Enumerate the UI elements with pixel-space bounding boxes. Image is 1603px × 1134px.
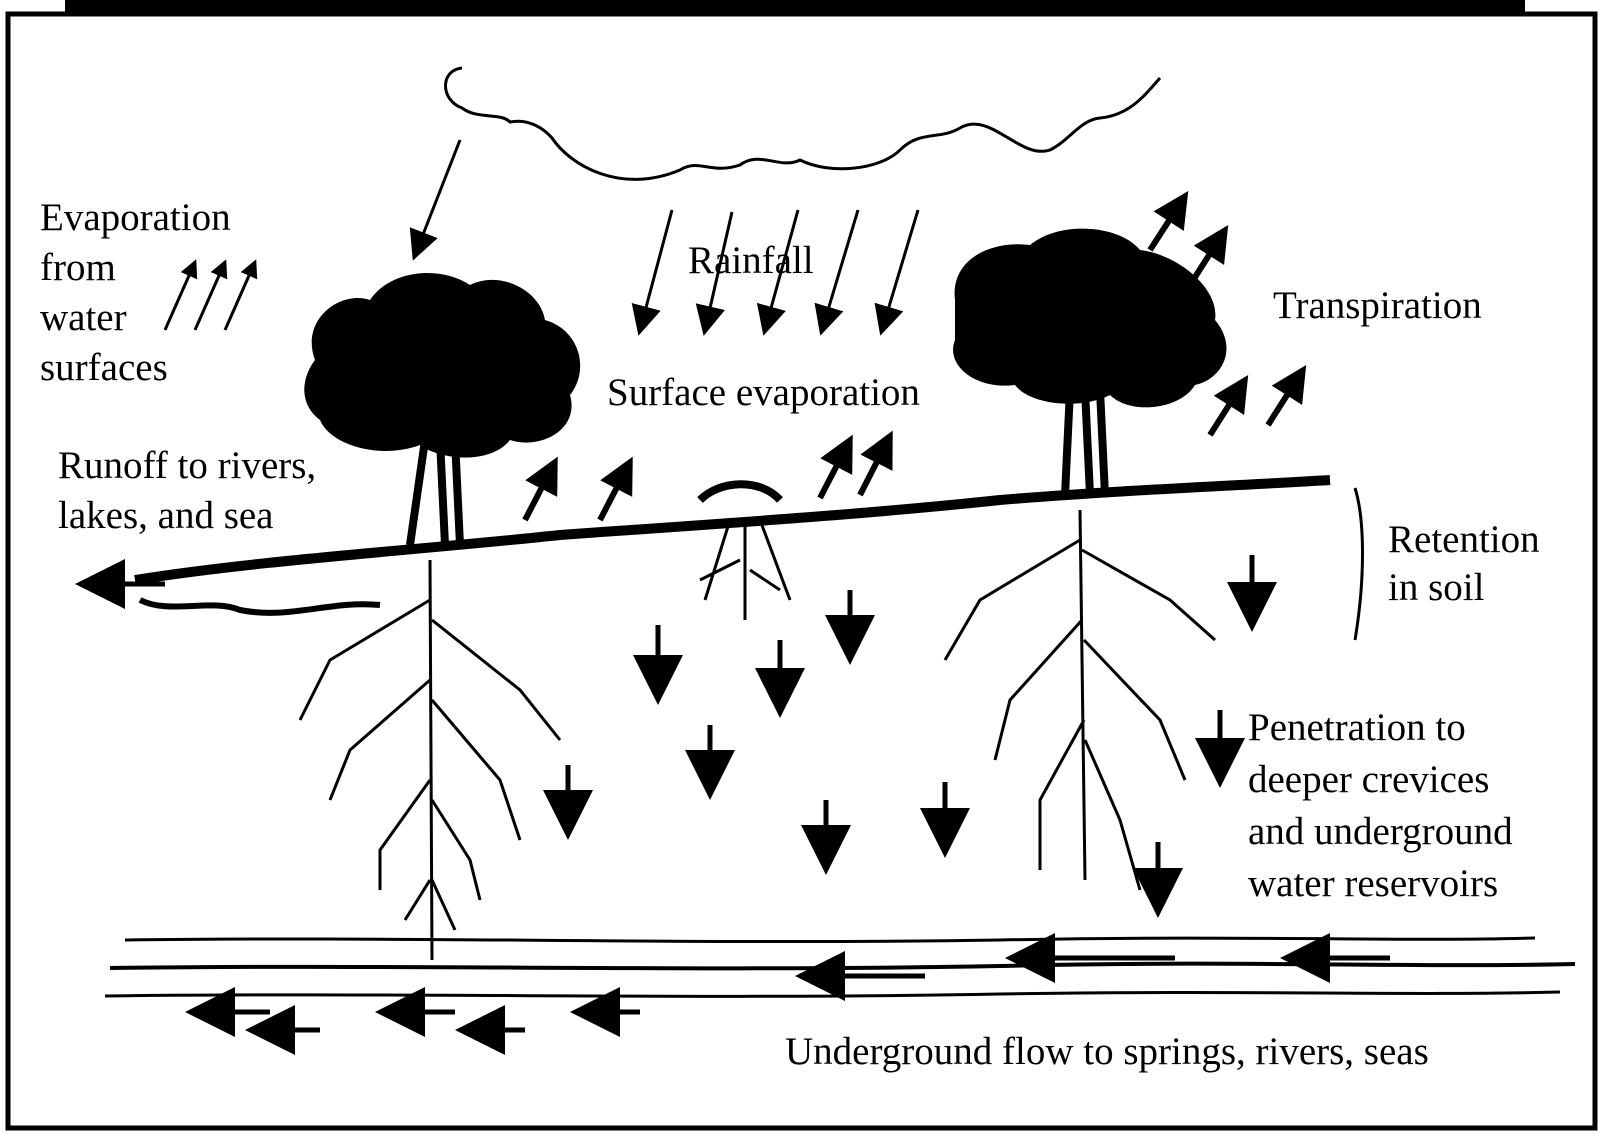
roots-icon <box>945 510 1215 890</box>
underground-flow-label: Underground flow to springs, rivers, sea… <box>785 1030 1429 1073</box>
tree-icon <box>953 229 1226 495</box>
rainfall-label: Rainfall <box>688 239 814 282</box>
runoff-label: Runoff to rivers, lakes, and sea <box>58 444 326 537</box>
underground-water-layer <box>105 938 1575 996</box>
cloud-icon <box>446 68 1161 179</box>
surface-evaporation-label: Surface evaporation <box>607 371 920 414</box>
penetration-label: Penetration to deeper crevices and under… <box>1248 706 1522 905</box>
ground-surface <box>135 480 1330 613</box>
tree-icon <box>304 273 580 545</box>
shrub-icon <box>700 520 790 620</box>
top-border <box>65 0 1525 12</box>
transpiration-label: Transpiration <box>1273 284 1482 327</box>
outer-border <box>8 14 1595 1128</box>
retention-bracket <box>1355 488 1363 640</box>
retention-label: Retention in soil <box>1388 518 1549 609</box>
evaporation-arrows <box>165 262 255 330</box>
surface-evaporation-arrows <box>525 436 890 520</box>
penetration-arrows <box>568 555 1252 908</box>
roots-icon <box>300 560 560 960</box>
